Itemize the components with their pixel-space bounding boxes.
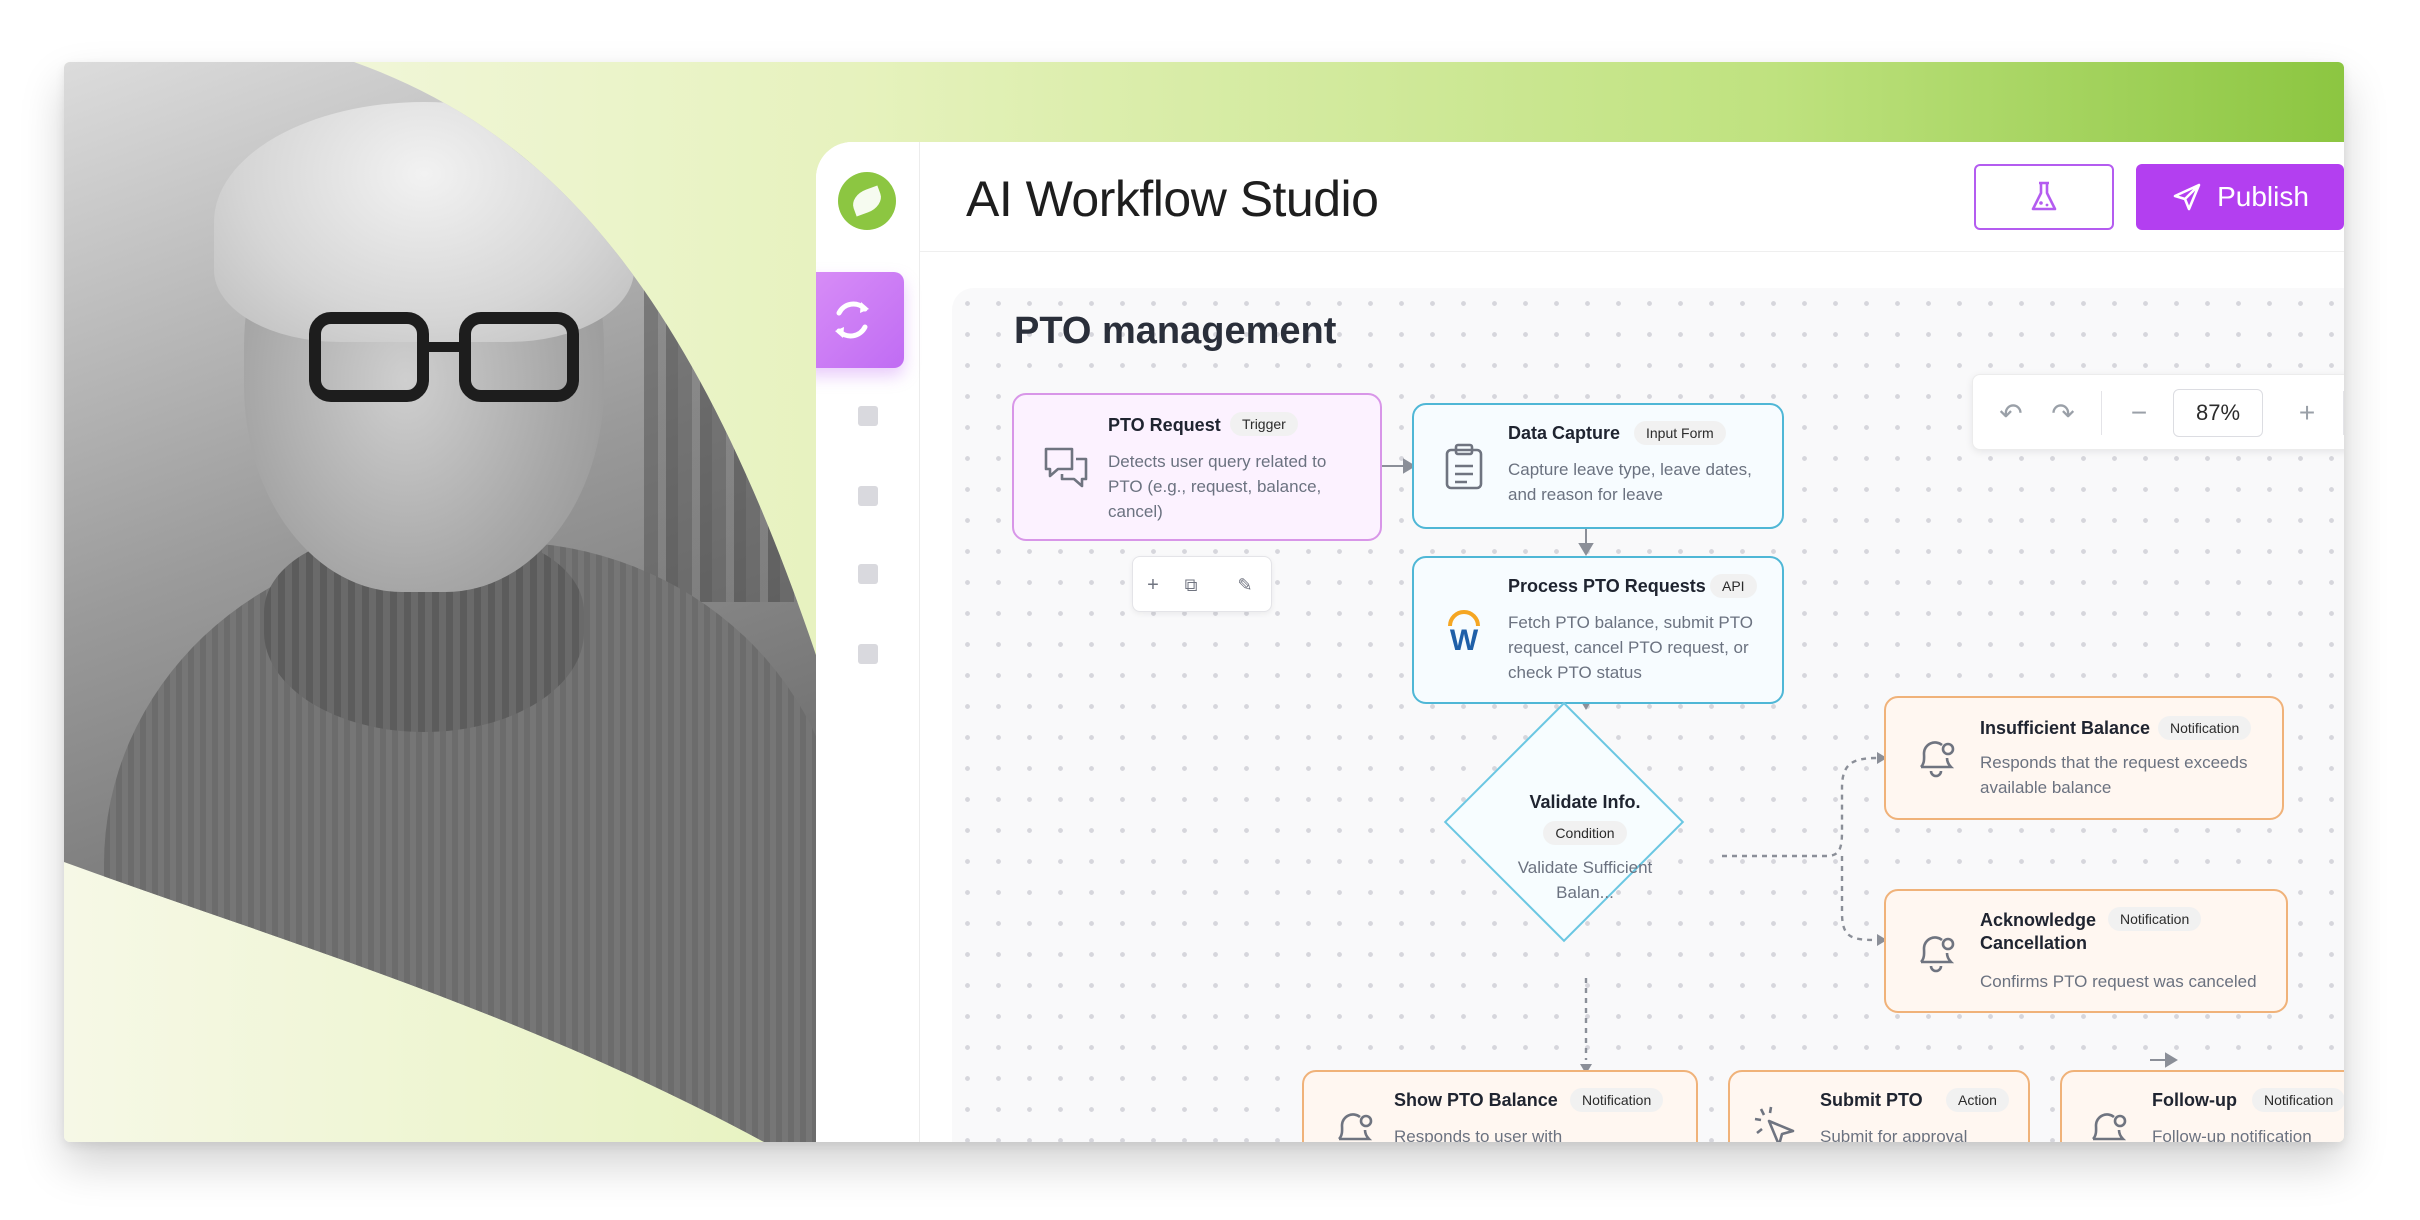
brand-logo[interactable]: [838, 172, 896, 230]
node-title: Process PTO Requests: [1508, 576, 1706, 596]
zoom-out-icon[interactable]: −: [2130, 397, 2148, 428]
chat-icon: [1038, 439, 1094, 495]
node-title: Show PTO Balance: [1394, 1090, 1558, 1110]
node-desc: Follow-up notification: [2152, 1127, 2312, 1142]
node-title: Acknowledge Cancellation: [1980, 910, 2097, 953]
zoom-level[interactable]: 87%: [2173, 389, 2263, 437]
node-title: Insufficient Balance: [1980, 718, 2151, 738]
rail-item-5[interactable]: [858, 644, 878, 664]
node-desc: Fetch PTO balance, submit PTO request, c…: [1508, 613, 1754, 682]
node-tag: Notification: [2252, 1088, 2344, 1112]
rail-item-2[interactable]: [858, 406, 878, 426]
node-show-pto-balance[interactable]: Show PTO Balance Notification Responds t…: [1302, 1070, 1698, 1142]
toolbar-divider: [2101, 391, 2102, 435]
workflow-canvas[interactable]: PTO management: [952, 288, 2344, 1142]
node-desc: Confirms PTO request was canceled: [1980, 972, 2257, 991]
redo-icon[interactable]: ↷: [2051, 397, 2075, 429]
app-title: AI Workflow Studio: [966, 171, 1379, 227]
node-process-pto[interactable]: W Process PTO Requests API Fetch PTO bal…: [1412, 556, 1784, 704]
node-tag: Condition: [1543, 821, 1627, 845]
node-desc: Responds that the request exceeds availa…: [1980, 753, 2248, 797]
node-quick-actions: + ⧉ ✎: [1132, 556, 1272, 612]
rail-item-3[interactable]: [858, 486, 878, 506]
glasses-right-shape: [459, 312, 579, 402]
node-title: Validate Info.: [1529, 792, 1641, 812]
toolbar-divider: [2343, 391, 2344, 435]
node-title: Data Capture: [1508, 423, 1621, 443]
node-desc: Capture leave type, leave dates, and rea…: [1508, 460, 1752, 504]
node-tag: Trigger: [1230, 412, 1298, 436]
node-desc: Validate Sufficient Balan...: [1517, 858, 1653, 902]
test-button[interactable]: [1974, 164, 2114, 230]
node-desc: Responds to user with: [1394, 1127, 1563, 1142]
glasses-left-shape: [309, 312, 429, 402]
node-follow-up[interactable]: Follow-up Notification Follow-up notific…: [2060, 1070, 2344, 1142]
bookshelf-shape: [644, 182, 824, 602]
node-tag: Notification: [1570, 1088, 1664, 1112]
node-acknowledge-cancellation[interactable]: Acknowledge Cancellation Notification Co…: [1884, 889, 2288, 1013]
bell-icon: [1908, 728, 1964, 784]
flask-icon: [2031, 181, 2057, 211]
top-bar: AI Workflow Studio Publish: [920, 142, 2344, 252]
workflow-title: PTO management: [1014, 310, 1337, 352]
sync-icon: [835, 301, 869, 339]
copy-icon[interactable]: ⧉: [1184, 574, 1198, 595]
rail-item-4[interactable]: [858, 564, 878, 584]
side-rail: [816, 142, 920, 1142]
node-data-capture[interactable]: Data Capture Input Form Capture leave ty…: [1412, 403, 1784, 529]
node-tag: Input Form: [1634, 421, 1726, 445]
node-desc: Submit for approval: [1820, 1127, 1968, 1142]
glasses-bridge-shape: [424, 342, 464, 352]
node-submit-pto[interactable]: Submit PTO Action Submit for approval: [1728, 1070, 2030, 1142]
workday-logo-icon: W: [1436, 604, 1492, 660]
edit-icon[interactable]: ✎: [1237, 574, 1253, 595]
node-tag: API: [1710, 574, 1757, 598]
node-pto-request[interactable]: PTO Request Trigger Detects user query r…: [1012, 393, 1382, 541]
bell-icon: [2080, 1100, 2136, 1142]
node-validate: Validate Info. Condition Validate Suffic…: [1472, 792, 1698, 905]
app-window: AI Workflow Studio Publish PTO managemen…: [816, 142, 2344, 1142]
hero-frame: AI Workflow Studio Publish PTO managemen…: [64, 62, 2344, 1142]
node-tag: Notification: [2158, 716, 2252, 740]
node-tag: Notification: [2108, 907, 2202, 931]
svg-text:W: W: [1450, 624, 1479, 656]
node-title: PTO Request: [1108, 415, 1221, 435]
node-desc: Detects user query related to PTO (e.g.,…: [1108, 452, 1327, 521]
zoom-toolbar: ↶ ↷ − 87% + ⤡: [1972, 374, 2344, 450]
send-icon: [2173, 183, 2201, 211]
rail-item-workflows[interactable]: [816, 272, 904, 368]
undo-icon[interactable]: ↶: [1999, 397, 2023, 429]
node-tag: Action: [1946, 1088, 2009, 1112]
node-title: Follow-up: [2152, 1090, 2237, 1110]
node-title: Submit PTO: [1820, 1090, 1923, 1110]
clipboard-icon: [1436, 439, 1492, 495]
zoom-in-icon[interactable]: +: [2298, 397, 2316, 428]
cursor-click-icon: [1748, 1100, 1804, 1142]
publish-button[interactable]: Publish: [2136, 164, 2344, 230]
node-insufficient-balance[interactable]: Insufficient Balance Notification Respon…: [1884, 696, 2284, 820]
add-icon[interactable]: +: [1147, 573, 1159, 596]
bell-icon: [1908, 923, 1964, 979]
hair-shape: [214, 102, 634, 342]
leaf-icon: [849, 185, 885, 217]
publish-label: Publish: [2217, 181, 2309, 212]
bell-icon: [1326, 1100, 1382, 1142]
